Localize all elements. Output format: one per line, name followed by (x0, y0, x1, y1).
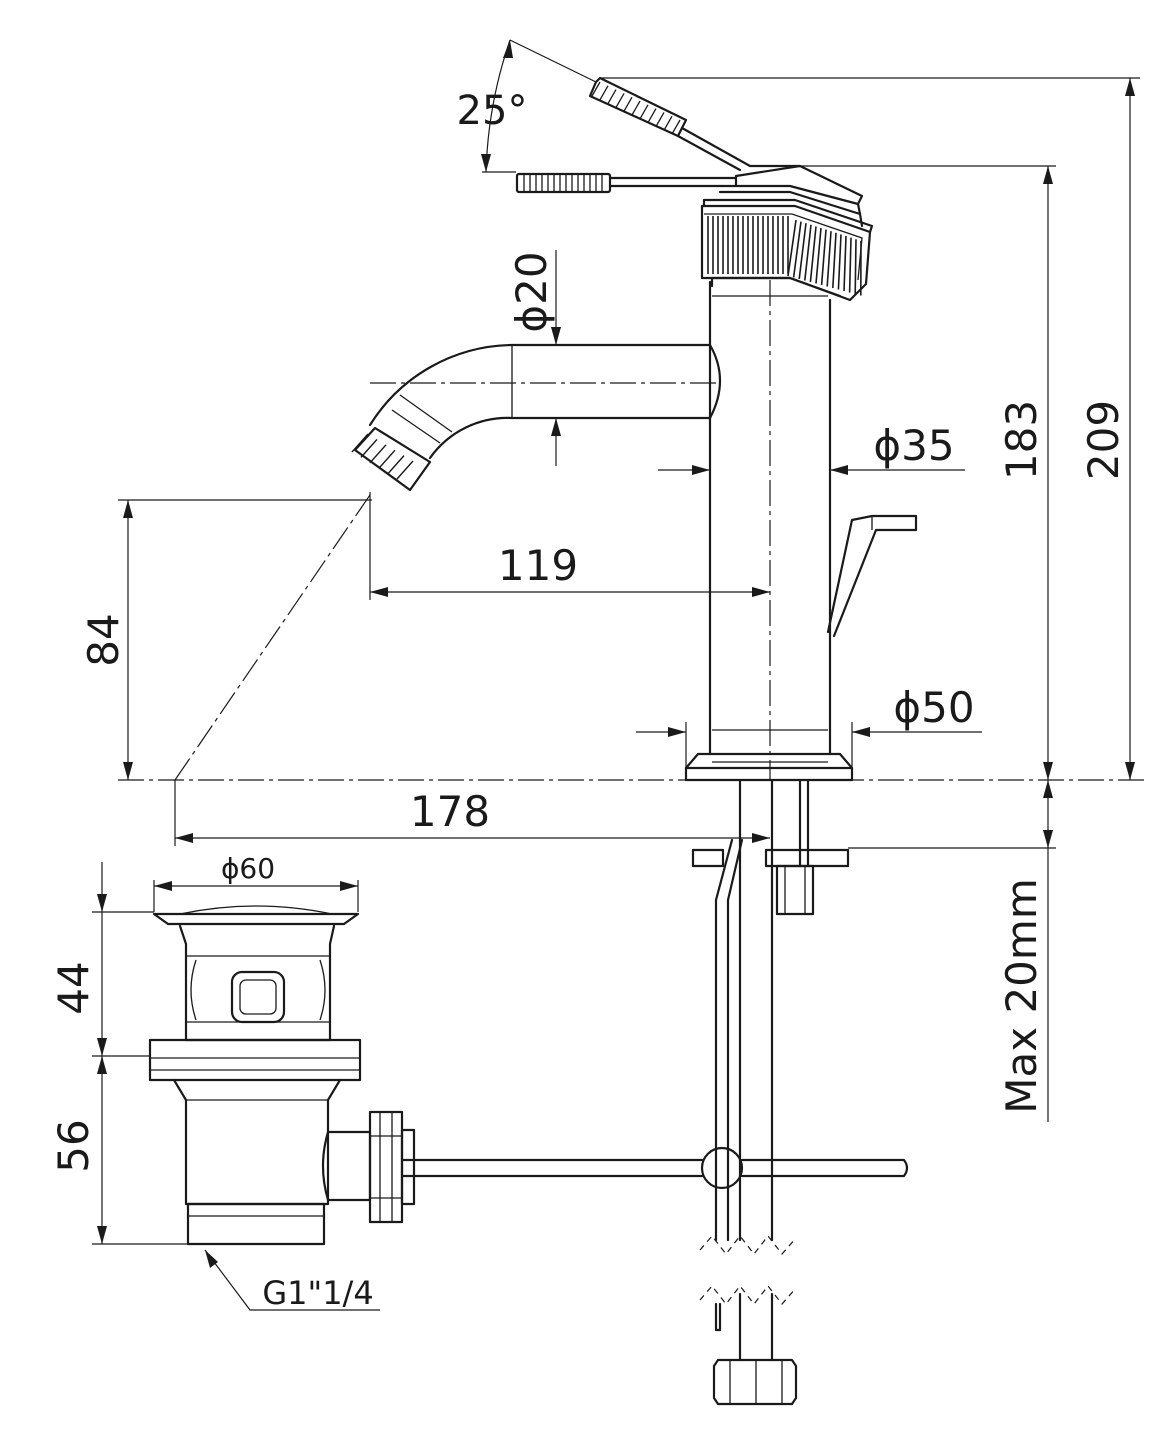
under-deck (401, 778, 909, 1406)
outlet-height-label: 84 (79, 613, 128, 666)
centerlines (118, 280, 1145, 781)
outlet-to-axis-label: 178 (410, 787, 490, 836)
pivot-ball (700, 1146, 744, 1190)
lever-grip-lower (515, 172, 612, 194)
lever-closed (515, 172, 738, 194)
base-flange (684, 766, 854, 782)
spout-joint (708, 343, 721, 420)
max-thickness-label: Max 20mm (997, 878, 1046, 1113)
dimension-labels: 25° ϕ20 ϕ35 ϕ50 183 209 84 119 178 Max 2… (49, 88, 1128, 1312)
lower-nut (712, 1358, 798, 1406)
waste-diameter-label: ϕ60 (221, 852, 275, 885)
body-diameter-label: ϕ35 (873, 421, 954, 470)
overall-height-label: 209 (1079, 400, 1128, 480)
fixing-nut (775, 864, 815, 916)
waste-flange-nut (148, 1038, 362, 1082)
waste-tail (186, 1202, 326, 1246)
dimension-arrows (97, 40, 1135, 1268)
lever-grip-upper (588, 76, 688, 138)
waste-lower-height-label: 56 (49, 1119, 98, 1172)
dimension-lines (92, 39, 1140, 1311)
base-diameter-label: ϕ50 (893, 683, 974, 732)
angle-label: 25° (457, 88, 528, 134)
water-jet-line (174, 491, 373, 781)
popup-lever (826, 514, 918, 638)
popup-waste (148, 905, 416, 1246)
waste-window (230, 970, 286, 1024)
waste-upper-height-label: 44 (49, 961, 98, 1014)
base-chamfer (684, 752, 854, 770)
body-height-label: 183 (997, 400, 1046, 480)
handle-seat (710, 276, 842, 298)
waste-thread-label: G1"1/4 (262, 1274, 373, 1312)
spout (351, 343, 721, 492)
aerator-rings (351, 433, 414, 480)
spout-diameter-label: ϕ20 (507, 251, 556, 332)
knurled-ring (700, 204, 872, 302)
side-connector-nut (368, 1110, 404, 1224)
spout-reach-label: 119 (498, 541, 578, 590)
waste-plug (152, 912, 360, 926)
knurl-lines (707, 216, 862, 296)
lever-open (588, 76, 802, 172)
faucet-body (684, 164, 874, 782)
